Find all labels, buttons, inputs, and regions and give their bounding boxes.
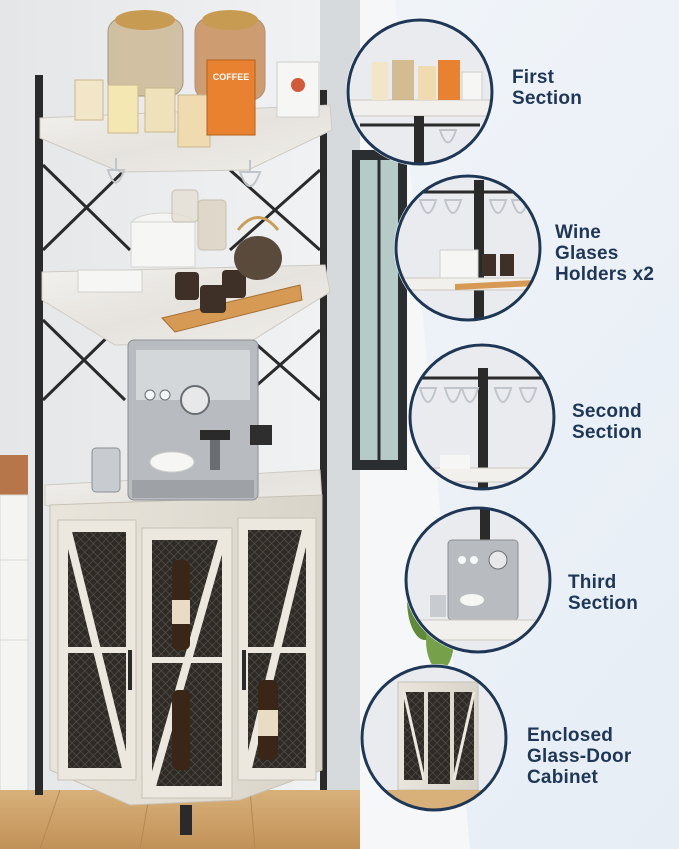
espresso-machine (91, 339, 272, 501)
cabinet-door-left (57, 519, 137, 781)
callout-circle-wine (394, 174, 542, 322)
callout-circle-first (346, 18, 494, 166)
callout-label-wine: Wine Glases Holders x2 (555, 222, 655, 285)
callout-label-first: First Section (512, 67, 583, 109)
cabinet-door-right (237, 517, 317, 781)
cabinet-door-center (141, 527, 233, 799)
coffee-box-label: COFFEE (213, 72, 250, 82)
callout-circle-second (408, 343, 556, 491)
callout-circle-third (404, 506, 552, 654)
wine-glasses (106, 158, 262, 187)
callout-label-third: Third Section (568, 572, 639, 614)
callout-circle-cabinet (360, 664, 508, 812)
middle-shelf-items (77, 189, 303, 333)
callout-label-second: Second Section (572, 401, 643, 443)
corner-shelf-unit: COFFEE (35, 10, 333, 835)
callout-label-cabinet: Enclosed Glass-Door Cabinet (527, 725, 632, 788)
top-shelf-items: COFFEE (74, 10, 320, 148)
